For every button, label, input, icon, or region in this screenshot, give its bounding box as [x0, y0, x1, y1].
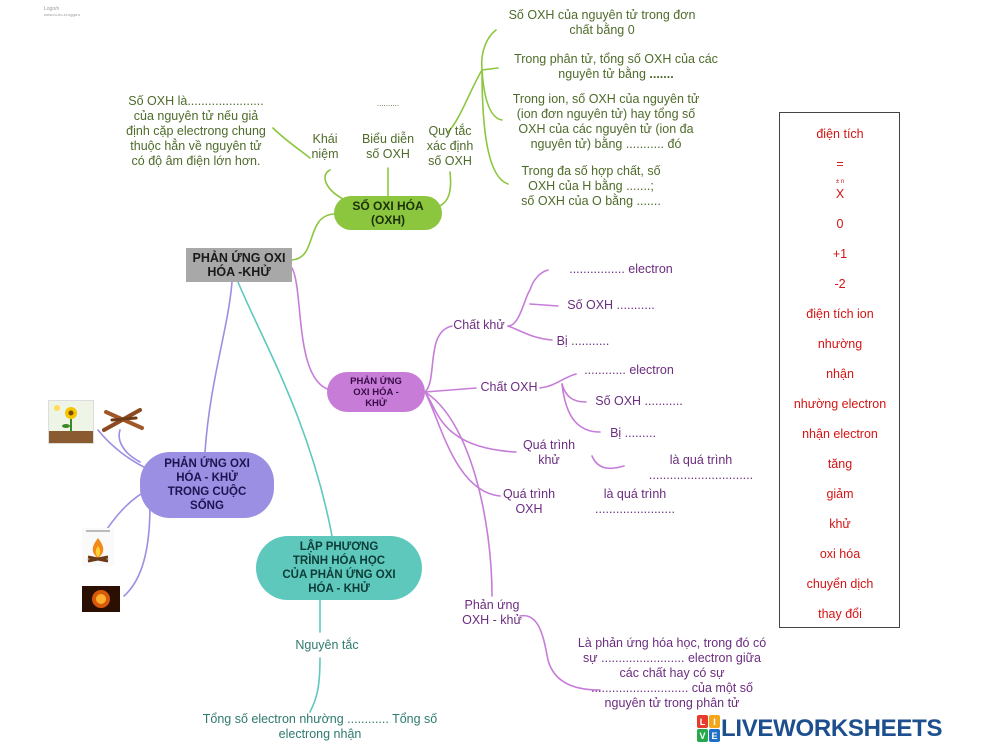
violet-branch-lines — [97, 281, 233, 597]
answer-item-6[interactable]: -2 — [834, 277, 846, 291]
answer-item-2[interactable]: = — [836, 157, 844, 171]
answer-item-1[interactable]: điện tích — [816, 127, 864, 141]
wood-logs-image — [100, 404, 146, 434]
flame-image — [82, 586, 120, 612]
rule-1: Số OXH của nguyên tử trong đơn chất bằng… — [508, 8, 696, 37]
root-node-label: PHẢN ỨNG OXI HÓA -KHỬ — [192, 251, 286, 279]
answer-item-10[interactable]: nhường electron — [793, 397, 887, 411]
liveworksheets-logo-icon: L I V E — [697, 715, 720, 742]
firewood-icon — [102, 408, 144, 432]
life-node: PHẢN ỨNG OXI HÓA - KHỬ TRONG CUỘC SỐNG — [140, 452, 274, 518]
chat-khu-item-1: ................ electron — [569, 262, 673, 276]
chat-oxh-label: Chất OXH — [480, 380, 538, 394]
answer-item-3-superscript: ± n — [835, 179, 845, 185]
answer-item-16[interactable]: chuyển dịch — [806, 577, 874, 591]
chat-oxh-item-1: ............ electron — [584, 363, 674, 377]
answer-item-7[interactable]: điện tích ion — [806, 307, 874, 321]
qua-trinh-khu-desc: là quá trình ...........................… — [648, 453, 754, 482]
header-line-1: Logo/n — [44, 6, 60, 12]
qua-trinh-khu-label: Quá trình khử — [522, 438, 576, 467]
principle-text: Tổng số electron nhường ............ Tổn… — [202, 712, 438, 741]
logo-letter-4: E — [711, 731, 717, 741]
brand-name: LIVEWORKSHEETS — [721, 715, 943, 742]
balance-node-label: LẬP PHƯƠNG TRÌNH HÓA HỌC CỦA PHẢN ỨNG OX… — [282, 541, 396, 595]
balance-node: LẬP PHƯƠNG TRÌNH HÓA HỌC CỦA PHẢN ỨNG OX… — [256, 536, 422, 600]
answer-item-17[interactable]: thay đổi — [818, 607, 862, 621]
liveworksheets-logo[interactable]: L I V E LIVEWORKSHEETS — [697, 714, 942, 744]
plant-photosynthesis-image — [48, 400, 94, 444]
chat-khu-label: Chất khử — [453, 318, 505, 332]
chat-khu-item-2: Số OXH ........... — [567, 298, 655, 312]
answer-item-5[interactable]: +1 — [832, 247, 848, 261]
khai-niem-label: Khái niệm — [311, 132, 339, 161]
qua-trinh-oxh-desc: là quá trình ....................... — [595, 487, 675, 516]
rule-2-blank[interactable]: ....... — [649, 67, 674, 81]
life-node-label: PHẢN ỨNG OXI HÓA - KHỬ TRONG CUỘC SỐNG — [164, 458, 250, 512]
root-node: PHẢN ỨNG OXI HÓA -KHỬ — [186, 248, 292, 282]
flame-icon — [92, 590, 110, 608]
rule-2-text: Trong phân tử, tổng số OXH của các nguyê… — [514, 52, 718, 81]
quy-tac-label: Quy tắc xác định số OXH — [426, 124, 474, 168]
nguyen-tac-label: Nguyên tắc — [295, 638, 359, 652]
teal-branch-lines — [237, 281, 333, 713]
answer-item-15[interactable]: oxi hóa — [819, 547, 861, 561]
answer-bank: điện tích = ± n X 0 +1 -2 điện tích ion … — [779, 112, 900, 628]
answer-item-3[interactable]: X — [835, 187, 845, 201]
sunflower-plant-icon — [49, 405, 93, 443]
redox-node-label: PHẢN ỨNG OXI HÓA - KHỬ — [350, 375, 402, 409]
rule-4: Trong đa số hợp chất, số OXH của H bằng … — [521, 164, 661, 208]
logo-letter-3: V — [699, 731, 705, 741]
answer-item-8[interactable]: nhường — [817, 337, 863, 351]
answer-item-13[interactable]: giảm — [826, 487, 854, 501]
campfire-image — [82, 528, 114, 566]
phan-ung-oxh-khu-label: Phản ứng OXH - khử — [462, 598, 522, 627]
redox-node: PHẢN ỨNG OXI HÓA - KHỬ — [327, 372, 425, 412]
answer-item-4[interactable]: 0 — [836, 217, 844, 231]
rule-3: Trong ion, số OXH của nguyên tử (ion đơn… — [512, 92, 700, 151]
rule-2: Trong phân tử, tổng số OXH của các nguyê… — [500, 52, 732, 82]
answer-item-11[interactable]: nhận electron — [802, 427, 878, 441]
campfire-icon — [86, 530, 110, 563]
logo-letter-2: I — [713, 717, 716, 727]
chat-oxh-item-2: Số OXH ........... — [595, 394, 683, 408]
answer-item-9[interactable]: nhận — [826, 367, 854, 381]
answer-item-12[interactable]: tăng — [827, 457, 853, 471]
so-oxi-hoa-label: SỐ OXI HÓA (OXH) — [352, 199, 424, 227]
chat-oxh-item-3: Bị ......... — [610, 426, 656, 440]
so-oxi-hoa-node: SỐ OXI HÓA (OXH) — [334, 196, 442, 230]
chat-khu-item-3: Bị ........... — [556, 334, 610, 348]
green-branch-lines — [272, 29, 509, 261]
answer-item-14[interactable]: khử — [829, 517, 851, 531]
purple-branch-lines — [291, 267, 625, 691]
bieu-dien-label: Biểu diễn số OXH — [361, 132, 415, 161]
qua-trinh-oxh-label: Quá trình OXH — [502, 487, 556, 516]
bieu-dien-blank[interactable]: .......... — [376, 99, 400, 108]
logo-letter-1: L — [700, 717, 706, 727]
header-line-2: www.lo-ho-si-ngga.s — [44, 12, 81, 17]
phan-ung-oxh-khu-desc: Là phản ứng hóa học, trong đó có sự ....… — [577, 636, 767, 710]
definition-text: Số OXH là...................... của nguy… — [126, 94, 266, 168]
